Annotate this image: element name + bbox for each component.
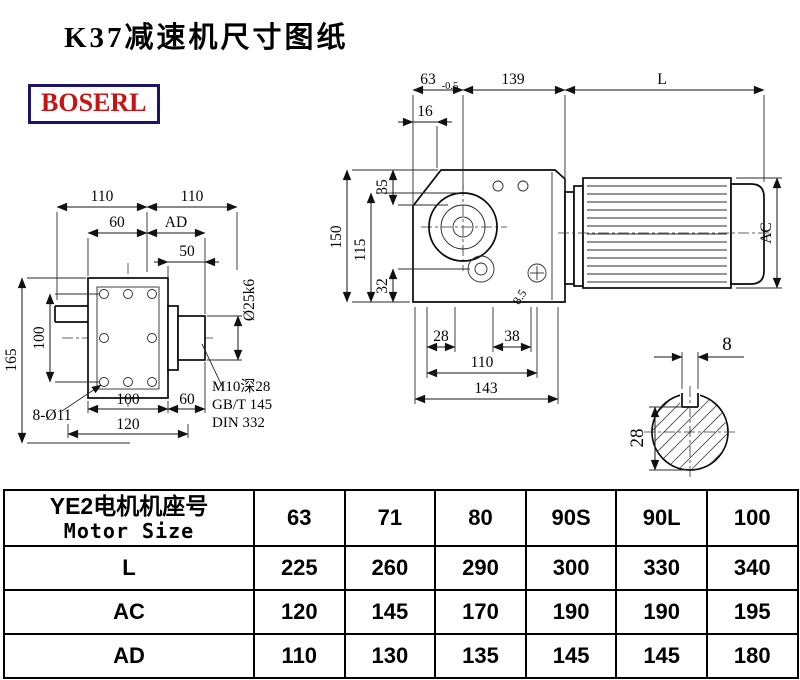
note-din-332: DIN 332 — [212, 415, 265, 431]
cell-AD-90s: 145 — [524, 633, 618, 679]
table-row-AD: AD 110 130 135 145 145 180 — [3, 633, 799, 679]
front-view-dimensions: 110 110 60 AD 50 Ø25k6 — [3, 188, 272, 444]
col-header-71: 71 — [343, 489, 437, 547]
oil-plug — [527, 263, 547, 283]
dim-side-AC: AC — [758, 222, 775, 244]
table-row-AC: AC 120 145 170 190 190 195 — [3, 589, 799, 635]
dim-side-L: L — [657, 71, 666, 88]
side-view-dimensions: 63 -0.5 139 L 16 150 115 35 — [328, 71, 782, 404]
dim-side-28: 28 — [433, 328, 449, 345]
col-header-90l: 90L — [615, 489, 708, 547]
gearbox-side-view: 63 -0.5 139 L 16 150 115 35 — [328, 71, 782, 404]
col-header-100: 100 — [705, 489, 799, 547]
cell-L-100: 340 — [705, 545, 799, 591]
cell-L-90l: 330 — [615, 545, 708, 591]
row-label-AC: AC — [3, 589, 255, 635]
cell-AC-80: 170 — [434, 589, 527, 635]
table-row-L: L 225 260 290 300 330 340 — [3, 545, 799, 591]
dim-front-width-left: 110 — [91, 188, 114, 205]
output-shaft — [177, 315, 206, 361]
cell-AC-90s: 190 — [524, 589, 618, 635]
dim-front-120: 120 — [116, 416, 140, 433]
motor-size-header-en: Motor Size — [63, 518, 195, 543]
dim-shaft-diameter: Ø25k6 — [241, 279, 258, 321]
cell-AC-90l: 190 — [615, 589, 708, 635]
row-label-AD: AD — [3, 633, 255, 679]
shaft-view-dimensions: 8 28 — [627, 334, 744, 471]
motor-size-header-cn: YE2电机机座号 — [49, 493, 209, 520]
col-header-80: 80 — [434, 489, 527, 547]
cell-L-71: 260 — [343, 545, 437, 591]
technical-drawing: 110 110 60 AD 50 Ø25k6 — [3, 71, 782, 478]
cell-AD-63: 110 — [253, 633, 346, 679]
shaft-hub — [167, 305, 179, 371]
col-header-63: 63 — [253, 489, 346, 547]
cell-AD-71: 130 — [343, 633, 437, 679]
motor-size-header-cell: YE2电机机座号 Motor Size — [3, 489, 255, 547]
brand-logo-text: BOSERL — [41, 88, 147, 117]
cell-L-63: 225 — [253, 545, 346, 591]
side-view-part — [412, 169, 770, 303]
dim-side-63: 63 — [420, 71, 436, 88]
dim-front-ad: AD — [165, 214, 187, 231]
holes-callout: 8-Ø11 — [32, 407, 71, 424]
dim-side-38: 38 — [504, 328, 520, 345]
motor-adapter — [564, 191, 575, 285]
dim-key-width: 8 — [722, 334, 732, 355]
keyway-cutout — [680, 388, 700, 407]
cell-AD-100: 180 — [705, 633, 799, 679]
row-label-L: L — [3, 545, 255, 591]
dim-side-16: 16 — [417, 103, 433, 120]
fan-cover — [730, 183, 765, 285]
dim-front-100-vertical: 100 — [31, 326, 48, 350]
dim-side-150: 150 — [328, 225, 345, 249]
dimension-table: YE2电机机座号 Motor Size 63 71 80 90S 90L 100… — [3, 489, 799, 679]
dim-front-100-bottom: 100 — [116, 391, 140, 408]
dim-side-139: 139 — [501, 71, 525, 88]
front-view-part — [54, 263, 214, 407]
dim-front-165: 165 — [3, 348, 20, 372]
dim-front-width-right: 110 — [181, 188, 204, 205]
cell-AC-71: 145 — [343, 589, 437, 635]
brand-logo: BOSERL — [28, 84, 160, 124]
dim-side-35: 35 — [374, 179, 391, 195]
page-title: K37减速机尺寸图纸 — [64, 22, 349, 54]
col-header-90s: 90S — [524, 489, 618, 547]
cell-AC-63: 120 — [253, 589, 346, 635]
dim-side-143: 143 — [474, 380, 498, 397]
output-bore-boss — [428, 192, 498, 262]
dim-front-60-bottom: 60 — [179, 391, 195, 408]
note-gbt-145: GB/T 145 — [212, 397, 272, 413]
dim-side-63-tolerance: -0.5 — [442, 81, 459, 92]
dim-front-50: 50 — [179, 243, 195, 260]
dim-side-110: 110 — [471, 354, 494, 371]
dim-shaft-28: 28 — [627, 429, 648, 448]
cell-L-90s: 300 — [524, 545, 618, 591]
cell-L-80: 290 — [434, 545, 527, 591]
dim-front-60: 60 — [109, 214, 125, 231]
cell-AD-90l: 145 — [615, 633, 708, 679]
dim-side-32: 32 — [374, 278, 391, 294]
gearbox-front-view: 110 110 60 AD 50 Ø25k6 — [3, 188, 272, 444]
table-header-row: YE2电机机座号 Motor Size 63 71 80 90S 90L 100 — [3, 489, 799, 547]
dim-side-115: 115 — [352, 238, 369, 261]
shaft-end-view: 8 28 — [627, 334, 744, 478]
dim-side-8-5: 8.5 — [510, 287, 530, 307]
note-tapped-hole: M10深28 — [212, 378, 270, 395]
cell-AD-80: 135 — [434, 633, 527, 679]
motor-fins — [587, 185, 727, 283]
cell-AC-100: 195 — [705, 589, 799, 635]
